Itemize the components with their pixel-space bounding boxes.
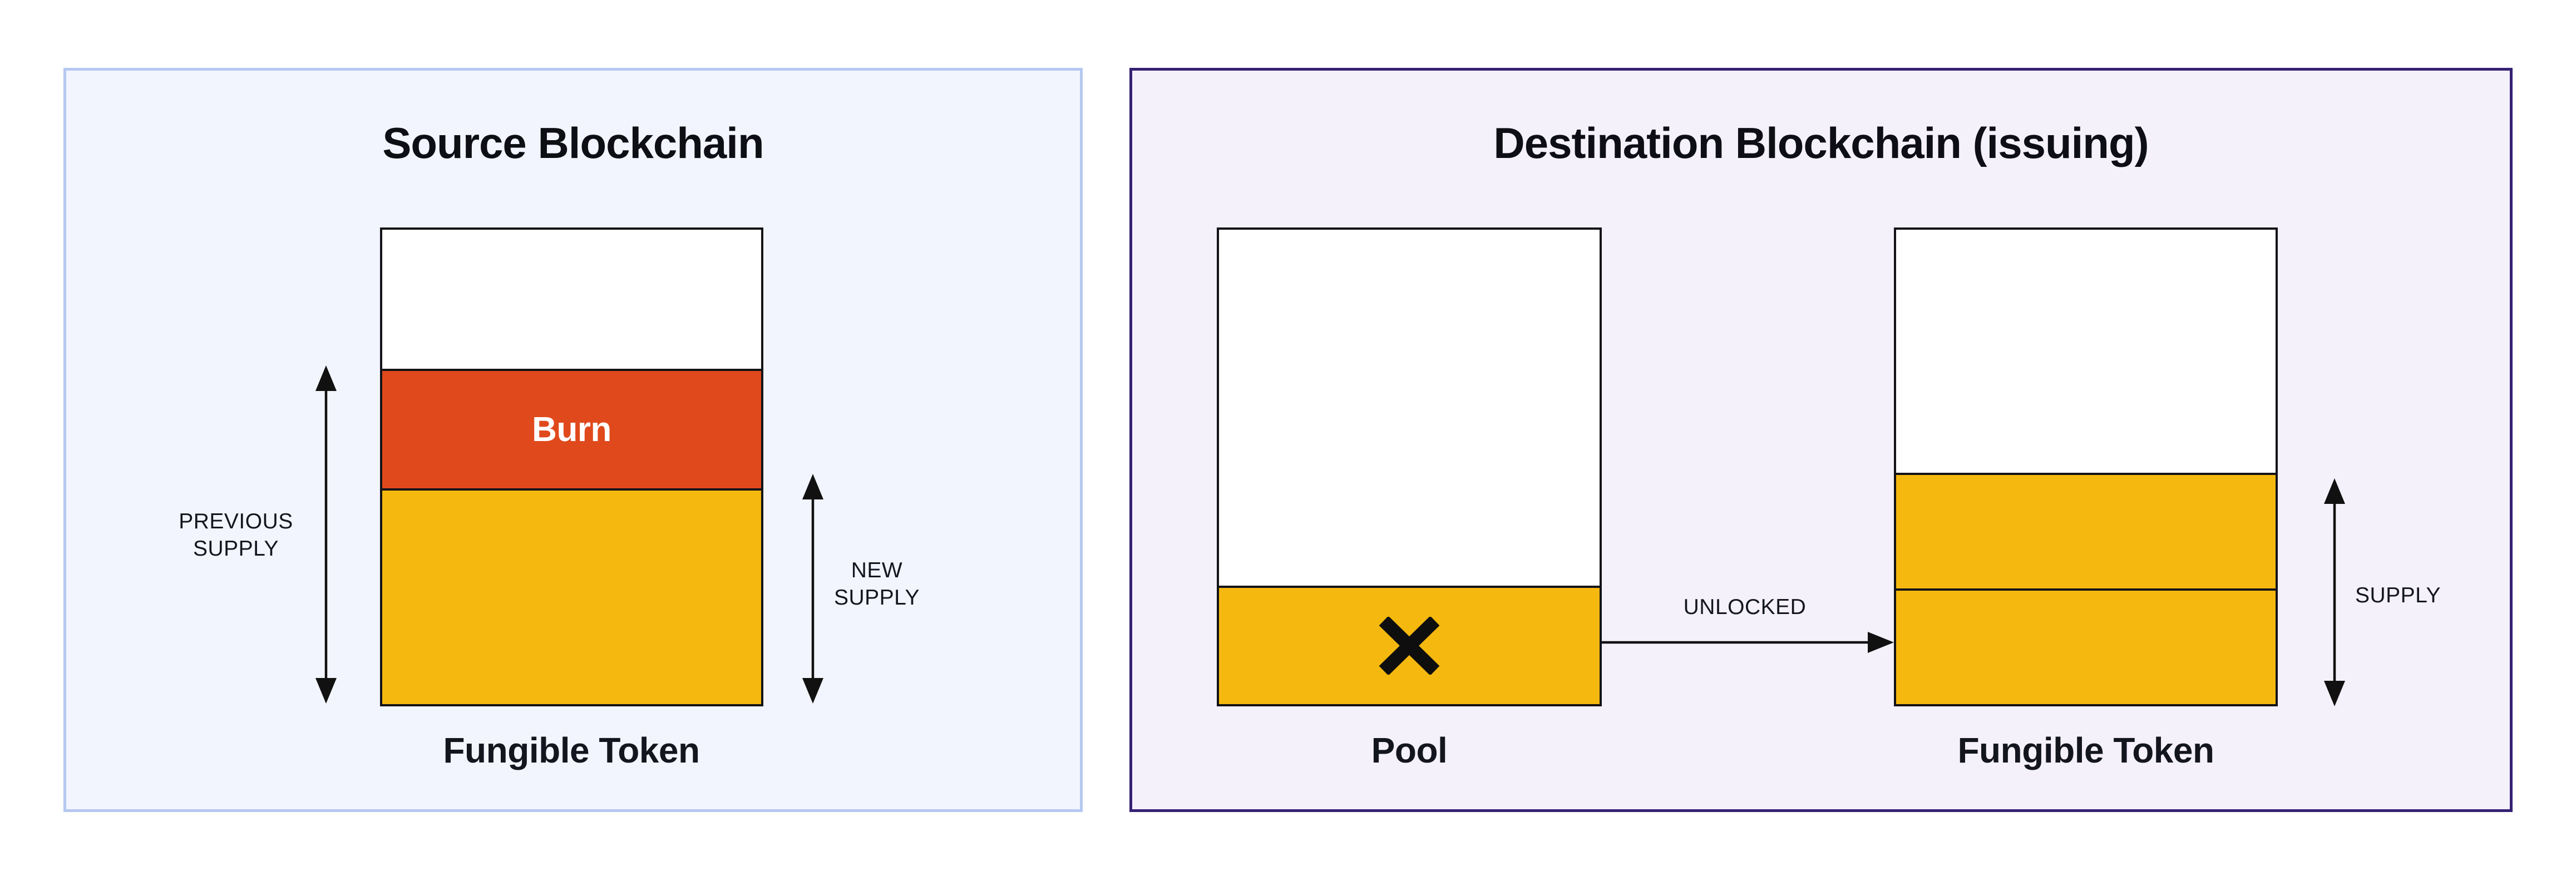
destination-bar-existing-supply-segment	[1896, 588, 2276, 704]
previous-supply-arrow	[315, 365, 337, 704]
unlocked-label: UNLOCKED	[1683, 595, 1807, 619]
destination-bar-empty-segment	[1896, 230, 2276, 473]
new-supply-line1: NEW	[851, 558, 903, 582]
destination-bar-unlocked-segment	[1896, 472, 2276, 588]
previous-supply-line2: SUPPLY	[193, 537, 279, 561]
x-mark-icon	[1379, 617, 1440, 675]
destination-panel-title: Destination Blockchain (issuing)	[1493, 118, 2149, 167]
destination-token-bar-caption: Fungible Token	[1957, 730, 2214, 770]
new-supply-line2: SUPPLY	[833, 586, 920, 610]
unlocked-arrow	[1602, 632, 1894, 653]
previous-supply-label: PREVIOUS SUPPLY	[97, 508, 375, 562]
source-panel-title: Source Blockchain	[382, 118, 764, 167]
source-blockchain-panel: Source Blockchain Burn PREVIOUS SUPPLY N…	[63, 68, 1083, 812]
pool-bar-caption: Pool	[1371, 730, 1448, 770]
previous-supply-line1: PREVIOUS	[179, 509, 293, 533]
new-supply-arrow	[802, 474, 823, 704]
destination-token-bar	[1894, 227, 2278, 706]
source-bar-burn-segment: Burn	[382, 368, 761, 488]
source-bar-supply-segment	[382, 488, 761, 704]
destination-blockchain-panel: Destination Blockchain (issuing) Pool UN…	[1129, 68, 2513, 812]
source-token-bar-caption: Fungible Token	[443, 730, 700, 770]
new-supply-label: NEW SUPPLY	[738, 557, 1016, 611]
source-token-bar: Burn	[380, 227, 763, 706]
supply-arrow	[2324, 478, 2345, 706]
pool-locked-segment	[1219, 585, 1600, 704]
source-bar-empty-segment	[382, 230, 761, 369]
supply-label: SUPPLY	[2355, 583, 2441, 607]
pool-empty-segment	[1219, 230, 1600, 586]
pool-bar	[1217, 227, 1602, 706]
burn-label: Burn	[532, 410, 611, 449]
